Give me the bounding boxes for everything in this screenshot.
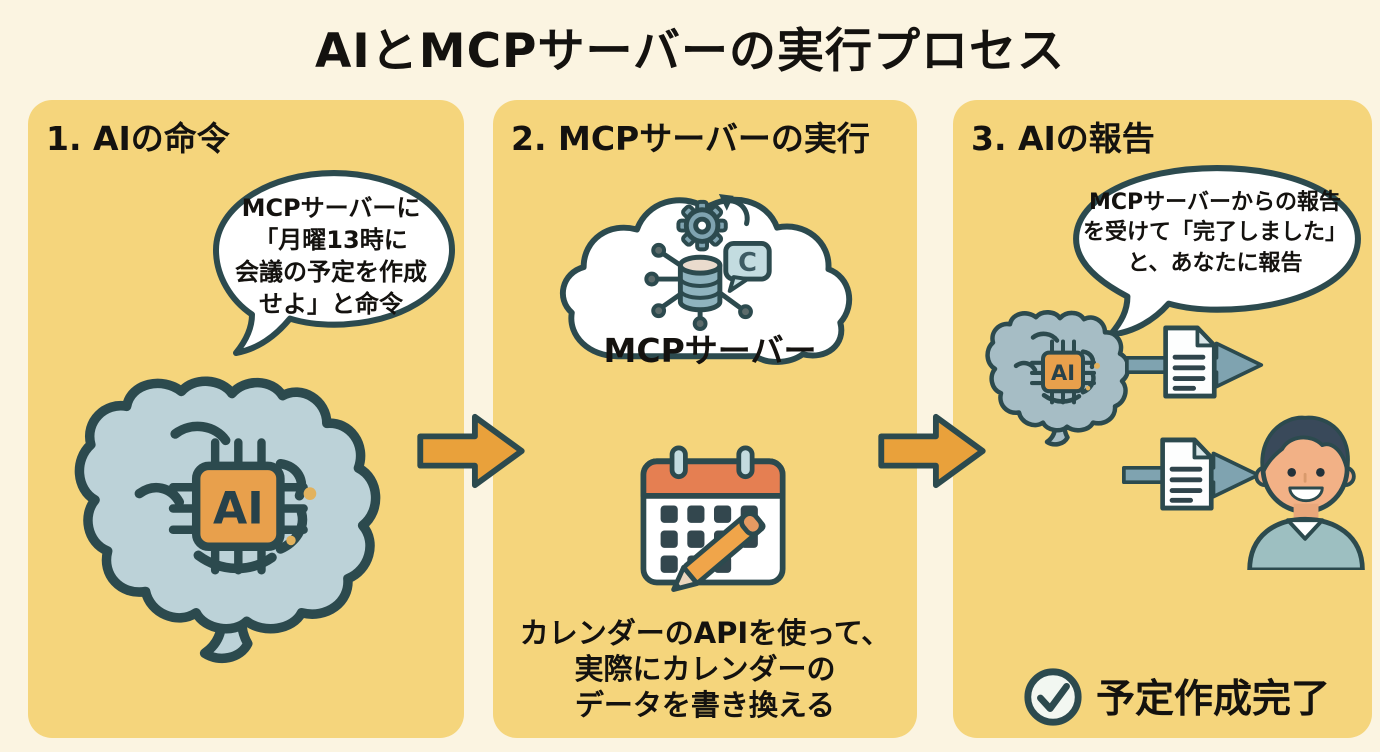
flow-arrow-icon [417,413,525,489]
bubble-text-command: MCPサーバーに 「月曜13時に 会議の予定を作成 せよ」と命令 [235,194,427,318]
panel-2-title: 2. MCPサーバーの実行 [511,119,870,158]
cloud-label: MCPサーバー [603,331,817,370]
flow-arrow-icon [878,413,986,489]
status-label: 予定作成完了 [1096,677,1331,722]
speech-bubble [1073,165,1361,336]
chat-bubble-c-icon: C [723,240,772,293]
cloud-icon: C [560,193,853,365]
ai-brain-icon: AI [74,376,381,664]
speech-bubble [213,170,455,356]
svg-text:AI: AI [213,483,264,534]
network-nodes-icon [644,242,753,331]
calendar-ring [736,445,755,480]
bubble-text-report: MCPサーバーからの報告 を受けて「完了しました」 と、あなたに報告 [1082,190,1347,276]
calendar-icon [640,445,786,593]
document-icon [1163,325,1217,399]
brain-dot [286,535,296,546]
page-title: AIとMCPサーバーの実行プロセス [314,24,1066,79]
panel-mcp-execution: 2. MCPサーバーの実行 [493,100,917,738]
panel-3-title: 3. AIの報告 [971,119,1155,158]
panel-1-title: 1. AIの命令 [46,119,230,158]
database-icon [677,254,723,313]
execution-caption: カレンダーのAPIを使って、 実際にカレンダーの データを書き換える [519,616,891,722]
brain-dot [1085,385,1091,391]
ai-brain-icon: AI [985,310,1131,447]
svg-text:C: C [738,248,757,278]
chip-icon: AI [168,438,308,575]
svg-text:AI: AI [1051,360,1075,385]
brain-dot [1094,362,1100,369]
check-circle-icon [1024,668,1082,726]
document-icon [1160,437,1214,511]
person-icon [1247,415,1365,570]
pencil-icon [671,509,766,593]
chip-icon: AI [1030,339,1096,405]
refresh-arrow-icon [718,193,750,227]
brain-dot [303,487,317,500]
calendar-ring [669,445,688,480]
gear-icon [676,199,728,252]
